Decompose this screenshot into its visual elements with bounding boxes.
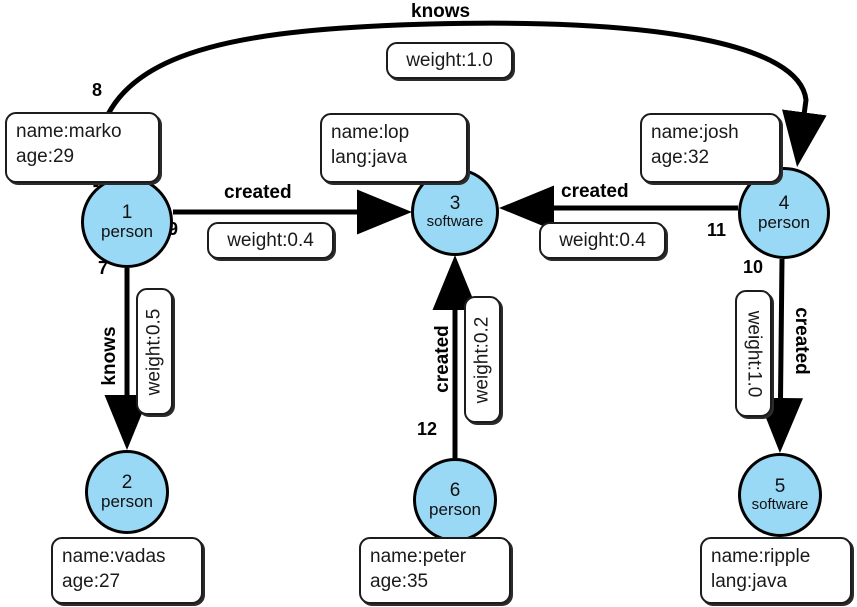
edge-9-id: 9 <box>168 219 179 239</box>
vertex-4-id: 4 <box>778 193 790 215</box>
vertex-6-prop-age: age:35 <box>370 570 429 592</box>
vertex-2[interactable]: 2 person <box>85 450 169 534</box>
edge-9-weight-box: weight:0.4 <box>207 222 334 259</box>
vertex-5-prop-lang: lang:java <box>711 570 788 592</box>
vertex-1-id: 1 <box>121 202 133 224</box>
edge-8-weight-box: weight:1.0 <box>386 42 513 79</box>
edge-9-weight: weight:0.4 <box>227 229 314 251</box>
vertex-3-prop-lang: lang:java <box>331 146 408 168</box>
edge-12-label: created <box>432 325 453 393</box>
vertex-2-label: person <box>101 492 153 512</box>
vertex-1-prop-age: age:29 <box>16 145 75 167</box>
vertex-1-prop-name: name:marko <box>16 121 122 142</box>
vertex-3-properties: name:lop lang:java <box>320 113 468 183</box>
vertex-3-id: 3 <box>449 193 461 215</box>
vertex-1-label: person <box>101 222 153 242</box>
edge-11-weight-box: weight:0.4 <box>539 222 666 259</box>
vertex-6[interactable]: 6 person <box>413 458 497 542</box>
vertex-6-properties: name:peter age:35 <box>359 537 511 604</box>
vertex-1-properties: name:marko age:29 <box>5 112 160 183</box>
edge-line-10 <box>758 258 804 453</box>
vertex-5-id: 5 <box>774 476 786 498</box>
edge-line-8 <box>92 20 827 188</box>
edge-10-weight: weight:1.0 <box>743 310 765 397</box>
edge-8-weight: weight:1.0 <box>406 49 493 71</box>
vertex-2-properties: name:vadas age:27 <box>51 537 203 604</box>
vertex-6-prop-name: name:peter <box>370 546 467 567</box>
edge-10-weight-box: weight:1.0 <box>735 290 772 417</box>
edge-7-weight: weight:0.5 <box>143 308 165 395</box>
vertex-1[interactable]: 1 person <box>81 176 173 268</box>
edge-10-label: created <box>791 307 812 375</box>
edge-12-id: 12 <box>417 419 438 439</box>
vertex-5[interactable]: 5 software <box>738 453 822 537</box>
vertex-4-label: person <box>758 213 810 233</box>
vertex-3-prop-name: name:lop <box>331 122 410 143</box>
edge-11-id: 11 <box>707 220 727 240</box>
vertex-4-properties: name:josh age:32 <box>640 113 781 183</box>
edge-7-weight-box: weight:0.5 <box>136 288 173 415</box>
vertex-2-prop-name: name:vadas <box>62 546 166 567</box>
edge-10-id: 10 <box>743 257 764 277</box>
edge-11-weight: weight:0.4 <box>559 229 646 251</box>
edge-7-id: 7 <box>98 258 109 278</box>
edge-12-weight: weight:0.2 <box>471 316 493 403</box>
edge-8-id: 8 <box>92 80 103 100</box>
edge-11-label: created <box>561 181 629 202</box>
vertex-4-prop-name: name:josh <box>651 122 739 143</box>
edge-12-weight-box: weight:0.2 <box>464 296 501 423</box>
vertex-2-id: 2 <box>121 472 133 494</box>
edge-7-label: knows <box>99 326 120 386</box>
vertex-5-properties: name:ripple lang:java <box>700 537 852 604</box>
vertex-6-label: person <box>429 500 481 520</box>
edge-9-label: created <box>224 182 292 203</box>
vertex-2-prop-age: age:27 <box>62 570 121 592</box>
vertex-5-label: software <box>751 496 809 514</box>
vertex-6-id: 6 <box>449 480 461 502</box>
vertex-5-prop-name: name:ripple <box>711 546 811 567</box>
vertex-3-label: software <box>426 213 484 231</box>
vertex-4-prop-age: age:32 <box>651 146 710 168</box>
edge-8-label: knows <box>411 1 471 22</box>
